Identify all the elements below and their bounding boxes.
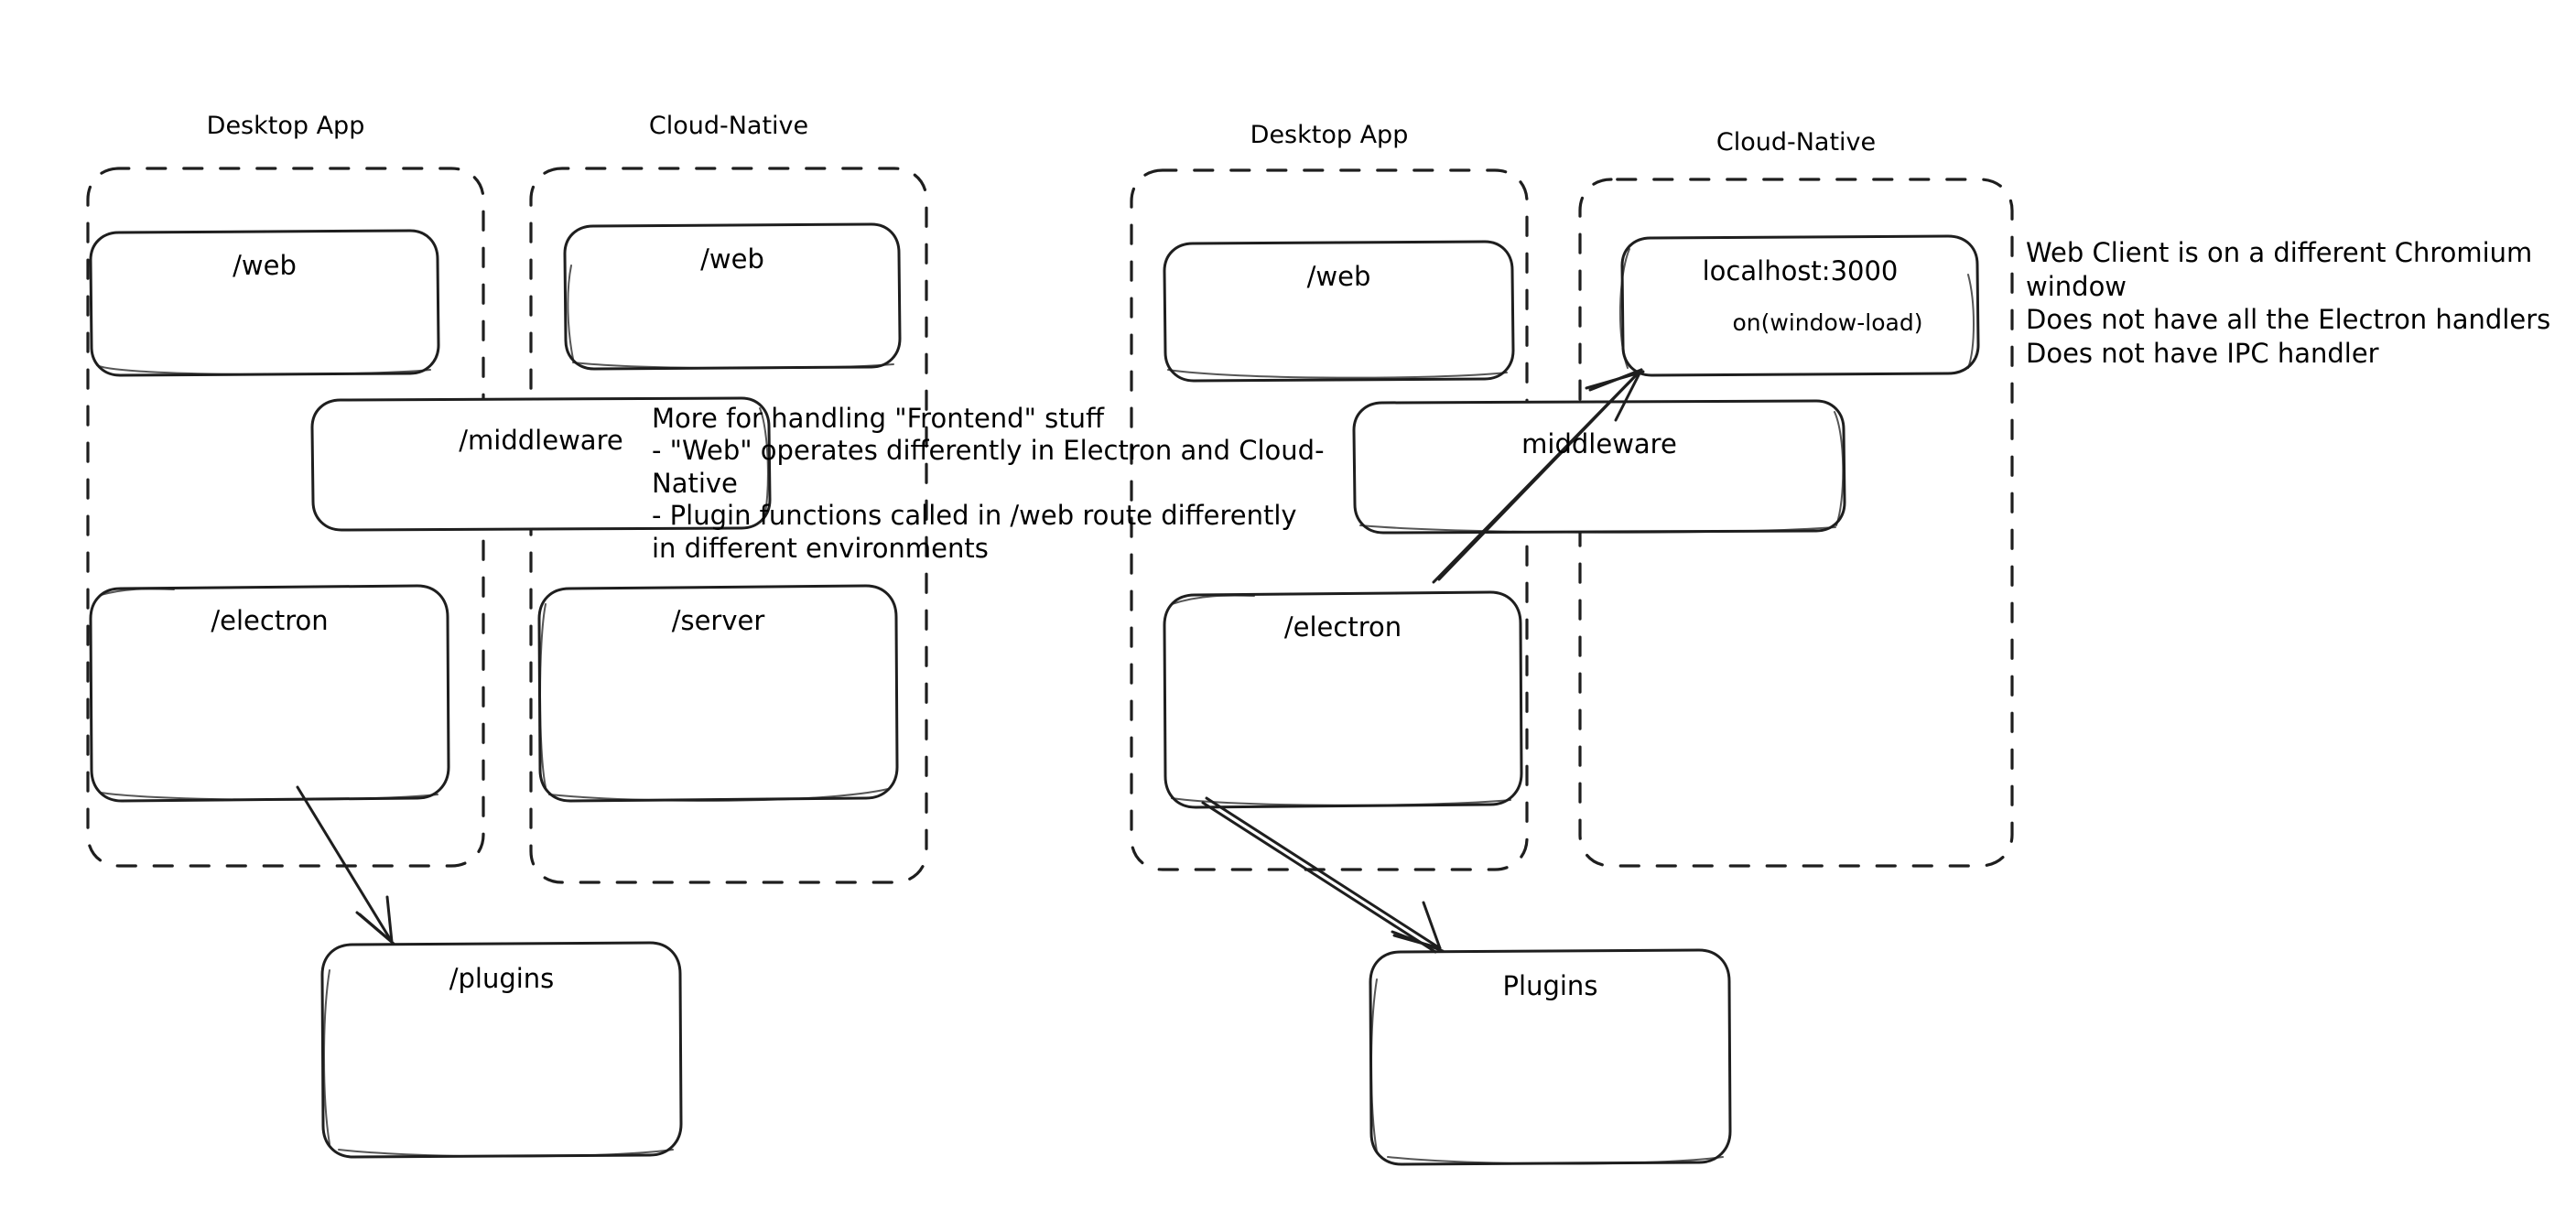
node-label-right-electron: /electron [1283,611,1402,643]
node-label-right-middleware: middleware [1521,428,1677,459]
annotation-red-line-2: Does not have all the Electron handlers [2026,304,2551,336]
node-label-left-web-desktop: /web [233,250,297,281]
node-right-plugins[interactable] [1369,948,1732,1166]
group-label-right-cloud: Cloud-Native [1716,128,1877,157]
annotation-red-line-1: Web Client is on a different Chromium wi… [2026,237,2533,302]
node-label-right-plugins: Plugins [1502,970,1598,1001]
node-left-server[interactable] [537,584,899,803]
node-right-web[interactable] [1163,240,1515,383]
group-right-cloud [1578,178,2014,868]
group-left-desktop [86,167,485,868]
group-label-left-desktop: Desktop App [206,112,365,140]
group-label-left-cloud: Cloud-Native [648,112,809,140]
annotation-green-line-2: - "Web" operates differently in Electron… [652,435,1325,499]
node-left-middleware[interactable] [310,396,772,532]
node-label-left-middleware: /middleware [459,425,623,456]
node-label-right-web: /web [1306,261,1371,292]
node-label-right-localhost: localhost:3000 [1702,255,1899,286]
group-label-right-desktop: Desktop App [1250,121,1409,149]
node-right-electron[interactable] [1163,590,1523,809]
node-left-web-cloud[interactable] [563,222,902,371]
annotation-red-line-3: Does not have IPC handler [2026,337,2379,369]
node-sublabel-right-localhost-onwindowload: on(window-load) [1732,309,1923,336]
node-right-localhost[interactable] [1619,234,1980,377]
arrow-right-electron-to-localhost [1432,368,1645,584]
node-left-plugins[interactable] [320,941,683,1159]
annotation-red-note: Web Client is on a different Chromium wi… [2026,236,2575,370]
node-right-middleware[interactable] [1352,399,1846,535]
node-label-left-server: /server [671,605,765,636]
node-label-left-web-cloud: /web [700,243,764,275]
annotation-green-line-3: - Plugin functions called in /web route … [652,500,1297,532]
arrow-left-electron-to-plugins [296,785,395,946]
node-left-electron[interactable] [89,584,450,803]
annotation-green-line-4: in different environments [652,532,989,564]
annotation-green-line-1: More for handling "Frontend" stuff [652,403,1104,434]
node-label-left-plugins: /plugins [449,963,555,994]
annotation-green-note: More for handling "Frontend" stuff - "We… [652,403,1375,565]
group-left-cloud [529,167,928,884]
node-left-web-desktop[interactable] [89,229,440,377]
arrow-right-electron-to-plugins [1201,796,1445,954]
node-label-left-electron: /electron [211,605,329,636]
group-right-desktop [1130,168,1529,871]
